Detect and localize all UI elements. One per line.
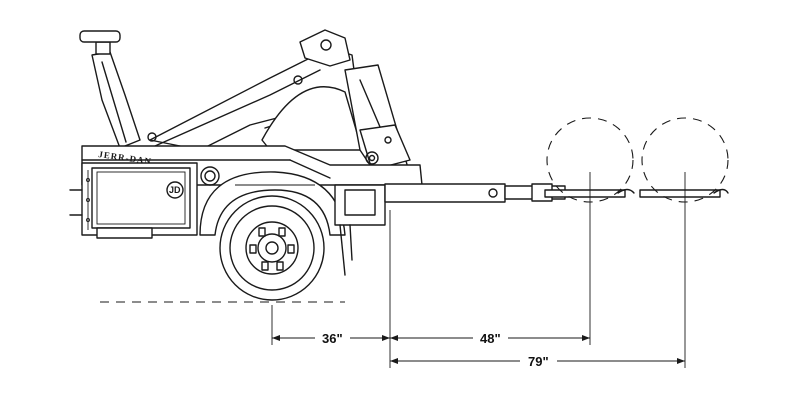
dimension-79: 79" [390,354,685,369]
fender [199,171,346,236]
mast [79,30,157,149]
extension-lines [271,172,686,368]
truck-body: JERR-DAN JD [69,145,423,239]
dimension-36: 36" [272,331,390,346]
dimension-label-36: 36" [322,331,343,346]
underlift-housing [334,184,386,276]
boom-arm [149,29,411,181]
wheel-lift-arm [384,183,729,203]
rear-wheel [219,195,325,301]
dimension-48: 48" [390,331,590,346]
dimension-label-79: 79" [528,354,549,369]
dimension-label-48: 48" [480,331,501,346]
brand-badge: JD [169,185,181,195]
